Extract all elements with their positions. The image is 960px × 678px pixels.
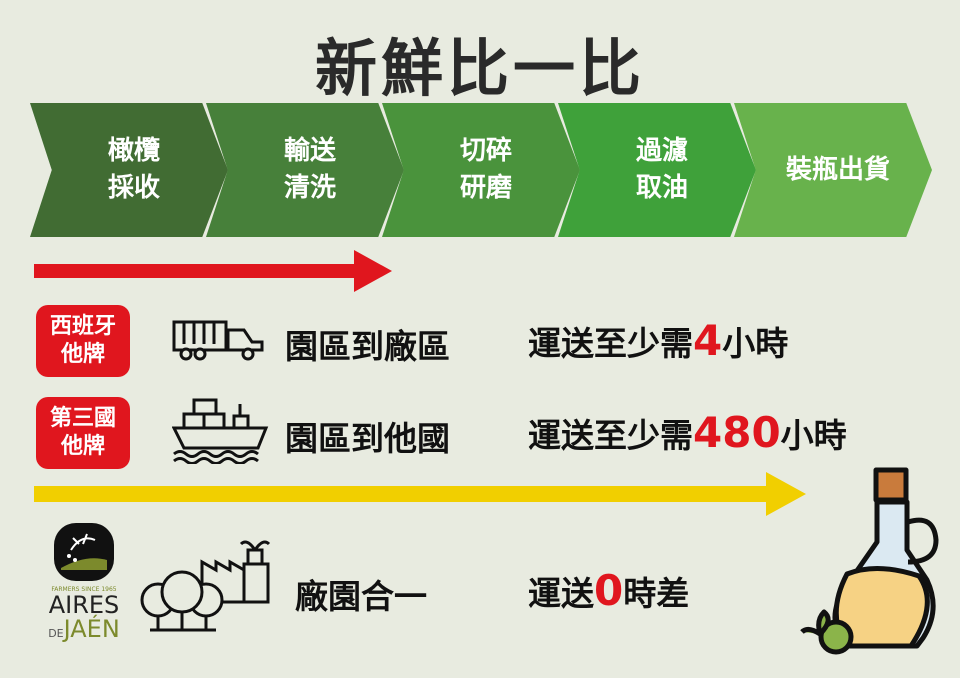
- yellow-arrow: [34, 472, 806, 516]
- time-prefix: 運送至少需: [528, 324, 693, 363]
- badge-spain: 西班牙他牌: [36, 305, 130, 377]
- hours-number: 480: [693, 408, 781, 457]
- route-text: 園區到他國: [285, 419, 450, 458]
- step-label: 採收: [107, 173, 160, 203]
- badge-third-country: 第三國他牌: [36, 397, 130, 469]
- farm-factory-icon: [140, 540, 271, 632]
- logo-tagline: FARMERS SINCE 1965: [51, 586, 117, 593]
- truck-icon: [172, 320, 264, 361]
- badge-text: 他牌: [60, 434, 105, 459]
- own-transport-time: 運送0時差: [528, 566, 689, 615]
- step-label: 取油: [635, 173, 688, 203]
- time-prefix: 運送至少需: [528, 416, 693, 455]
- red-arrow: [34, 250, 392, 292]
- own-route-text: 廠園合一: [295, 577, 427, 616]
- page-title: 新鮮比一比: [314, 32, 645, 105]
- hours-number: 0: [594, 566, 624, 615]
- olive-oil-bottle-icon: [800, 467, 939, 655]
- step-label: 裝瓶出貨: [785, 154, 890, 185]
- step-label: 過濾: [635, 136, 688, 166]
- step-label: 清洗: [283, 173, 336, 203]
- step-filter: 過濾取油: [558, 103, 756, 237]
- logo-text: DE: [48, 627, 64, 640]
- badge-text: 他牌: [60, 342, 105, 367]
- step-grind: 切碎研磨: [382, 103, 580, 237]
- step-label: 輸送: [283, 136, 336, 166]
- logo-emblem-icon: [54, 523, 114, 581]
- route-text: 園區到廠區: [285, 327, 450, 366]
- logo-text: AIRES: [48, 591, 120, 619]
- badge-text: 西班牙: [49, 314, 116, 339]
- step-label: 橄欖: [107, 136, 160, 166]
- step-label: 切碎: [459, 136, 512, 166]
- time-prefix: 運送: [528, 574, 594, 613]
- transport-time: 運送至少需4小時: [528, 316, 788, 365]
- hours-number: 4: [693, 316, 723, 365]
- step-harvest: 橄欖採收: [30, 103, 228, 237]
- logo-text: JAÉN: [63, 615, 120, 643]
- aires-de-jaen-logo: FARMERS SINCE 1965 AIRES DEJAÉN: [42, 520, 126, 646]
- time-suffix: 小時: [722, 324, 789, 363]
- badge-text: 第三國: [49, 406, 116, 431]
- time-suffix: 時差: [623, 574, 690, 613]
- step-wash: 輸送清洗: [206, 103, 404, 237]
- step-label: 研磨: [459, 173, 512, 203]
- step-bottle: 裝瓶出貨: [734, 103, 932, 237]
- ship-icon: [172, 398, 269, 464]
- transport-time: 運送至少需480小時: [528, 408, 847, 457]
- time-suffix: 小時: [780, 416, 847, 455]
